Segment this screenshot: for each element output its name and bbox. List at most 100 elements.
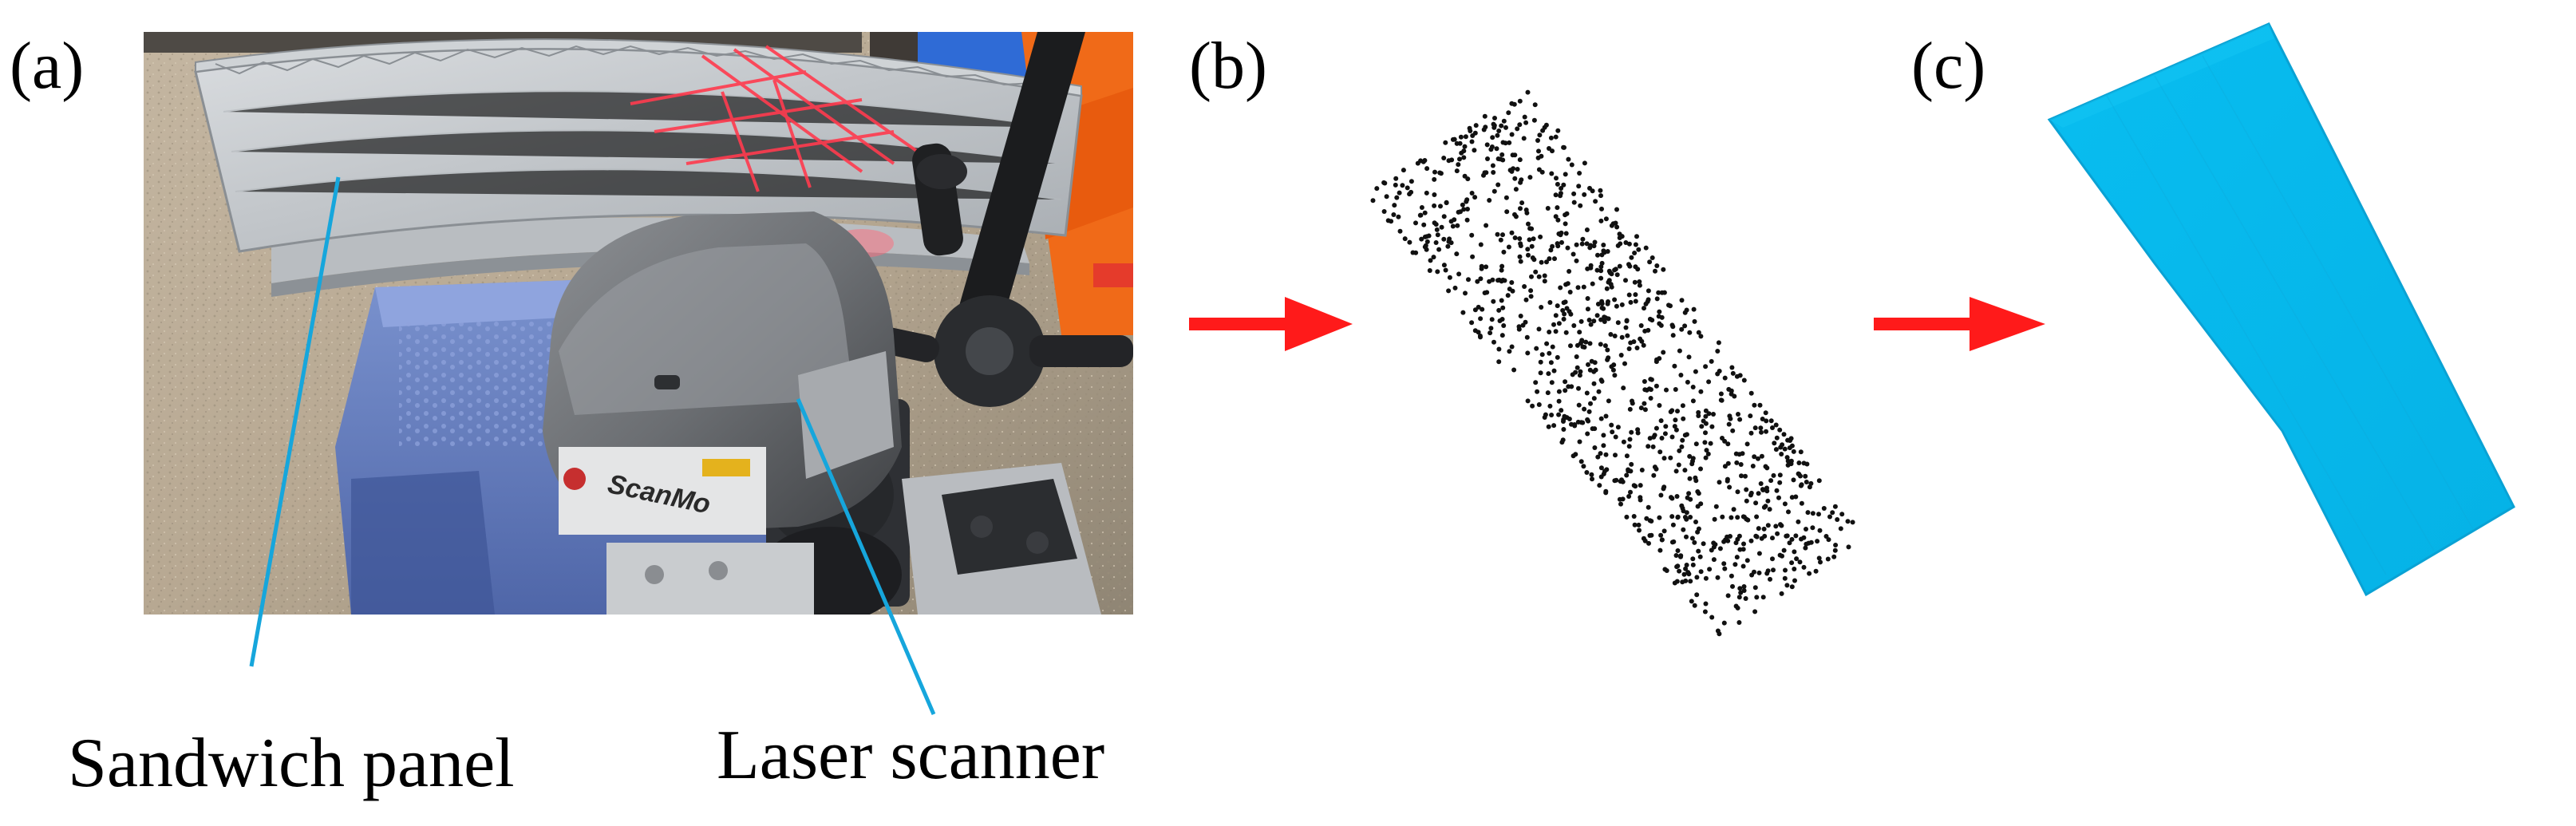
point-cloud-point	[1407, 192, 1412, 197]
point-cloud-point	[1658, 322, 1664, 328]
point-cloud-point	[1521, 136, 1527, 141]
point-cloud-point	[1770, 536, 1775, 541]
point-cloud-point	[1826, 537, 1831, 543]
point-cloud-point	[1661, 350, 1666, 355]
point-cloud-point	[1594, 313, 1600, 318]
point-cloud-point	[1675, 514, 1681, 520]
point-cloud-point	[1559, 440, 1565, 445]
point-cloud-point	[1606, 398, 1611, 404]
point-cloud-point	[1630, 398, 1634, 404]
point-cloud-point	[1687, 476, 1693, 481]
point-cloud-point	[1591, 243, 1597, 249]
point-cloud-point	[1764, 418, 1769, 424]
point-cloud-point	[1759, 453, 1764, 459]
point-cloud-point	[1720, 436, 1725, 441]
point-cloud-point	[1460, 202, 1465, 207]
point-cloud-point	[1696, 330, 1701, 335]
point-cloud-point	[1563, 221, 1568, 227]
point-cloud-point	[1765, 498, 1771, 504]
point-cloud-point	[1419, 205, 1424, 210]
point-cloud-point	[1549, 171, 1555, 176]
point-cloud-point	[1685, 379, 1690, 385]
point-cloud-point	[1532, 102, 1538, 108]
point-cloud-point	[1659, 436, 1665, 441]
point-cloud-point	[1635, 267, 1641, 272]
point-cloud-point	[1698, 569, 1704, 575]
point-cloud-point	[1503, 195, 1509, 200]
point-cloud-point	[1821, 506, 1827, 511]
point-cloud-point	[1703, 575, 1709, 581]
point-cloud-point	[1715, 371, 1721, 377]
point-cloud-point	[1612, 373, 1618, 378]
point-cloud-point	[1606, 316, 1611, 322]
point-cloud-point	[1400, 183, 1405, 188]
point-cloud-point	[1775, 531, 1780, 536]
point-cloud-point	[1703, 413, 1709, 419]
point-cloud-point	[1669, 514, 1675, 520]
point-cloud-point	[1736, 595, 1742, 600]
point-cloud-point	[1725, 476, 1730, 482]
point-cloud-point	[1536, 274, 1542, 279]
point-cloud-point	[1574, 354, 1579, 359]
point-cloud-point	[1556, 412, 1562, 417]
point-cloud-point	[1422, 210, 1428, 215]
point-cloud-point	[1682, 323, 1688, 329]
point-cloud-point	[1682, 468, 1688, 473]
point-cloud-point	[1491, 170, 1496, 175]
point-cloud-point	[1607, 270, 1613, 275]
point-cloud-point	[1626, 241, 1632, 247]
point-cloud-point	[1563, 330, 1569, 335]
point-cloud-point	[1673, 553, 1679, 558]
point-cloud-point	[1499, 123, 1504, 128]
point-cloud-point	[1748, 430, 1754, 436]
point-cloud-point	[1619, 302, 1625, 307]
point-cloud-point	[1384, 194, 1389, 200]
point-cloud-point	[1385, 218, 1391, 223]
point-cloud-point	[1703, 364, 1709, 370]
point-cloud-point	[1610, 367, 1616, 373]
point-cloud-point	[1499, 333, 1505, 338]
point-cloud-point	[1447, 275, 1452, 280]
point-cloud-point	[1614, 303, 1619, 309]
point-cloud-point	[1644, 516, 1650, 521]
point-cloud-point	[1598, 188, 1603, 193]
point-cloud-point	[1670, 333, 1676, 338]
point-cloud-point	[1608, 282, 1614, 287]
point-cloud-point	[1744, 441, 1750, 447]
point-cloud-point	[1597, 483, 1602, 488]
point-cloud-point	[1574, 258, 1579, 263]
point-cloud-point	[1530, 403, 1535, 409]
point-cloud-point	[1562, 413, 1567, 419]
point-cloud-point	[1428, 258, 1433, 263]
point-cloud-point	[1623, 240, 1629, 245]
point-cloud-point	[1668, 455, 1673, 460]
point-cloud-point	[1792, 567, 1797, 571]
point-cloud-point	[1642, 379, 1647, 384]
point-cloud-point	[1500, 157, 1506, 163]
point-cloud-point	[1620, 496, 1626, 502]
point-cloud-point	[1501, 323, 1507, 328]
point-cloud-point	[1598, 451, 1603, 456]
point-cloud-point	[1525, 398, 1531, 404]
point-cloud-point	[1586, 409, 1592, 414]
point-cloud-point	[1587, 341, 1593, 346]
point-cloud-point	[1781, 432, 1787, 437]
point-cloud-point	[1567, 269, 1572, 274]
point-cloud-point	[1763, 410, 1768, 416]
point-cloud-point	[1702, 440, 1708, 445]
point-cloud-point	[1585, 417, 1590, 422]
point-cloud-point	[1605, 347, 1610, 353]
point-cloud-point	[1495, 156, 1501, 161]
point-cloud-point	[1491, 298, 1496, 304]
point-cloud-point	[1435, 269, 1440, 275]
point-cloud-point	[1633, 242, 1638, 247]
point-cloud-point	[1544, 341, 1550, 346]
point-cloud-point	[1562, 311, 1567, 317]
point-cloud-point	[1768, 576, 1772, 582]
point-cloud-point	[1721, 561, 1727, 567]
point-cloud-point	[1734, 555, 1740, 560]
point-cloud-point	[1512, 176, 1518, 181]
point-cloud-point	[1547, 300, 1553, 305]
point-cloud-point	[1722, 566, 1728, 571]
point-cloud-point	[1536, 148, 1541, 154]
